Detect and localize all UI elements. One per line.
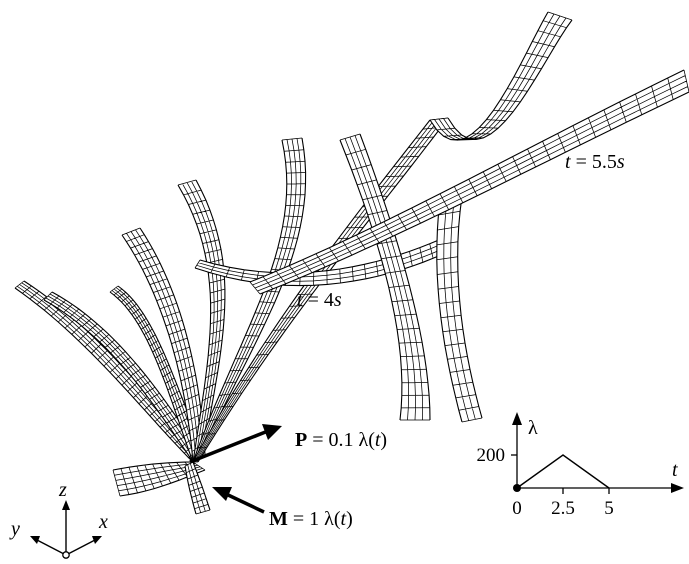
coordinate-triad: z y x (9, 479, 108, 559)
shell-state-t5-5s (249, 69, 689, 295)
force-arrow (189, 424, 282, 464)
moment-label: M = 1 λ(t) (269, 508, 353, 530)
shell-state-t4-hanging (339, 133, 431, 421)
shell-state-t4-right (436, 195, 483, 423)
time-label-4s: t = 4s (297, 289, 342, 311)
time-label-5-5s: t = 5.5s (565, 151, 625, 173)
x-tick-label: 2.5 (551, 498, 575, 519)
shell-state-mid-2 (177, 179, 226, 463)
x-tick-label: 5 (604, 498, 614, 519)
shell-state-lower-flap (112, 461, 206, 497)
inset-x-symbol: t (672, 459, 678, 481)
origin-point (513, 484, 521, 492)
moment-arrow (212, 487, 265, 514)
x-axis-label: x (98, 511, 108, 533)
inset-y-symbol: λ (528, 417, 538, 439)
y-axis-label: y (9, 518, 20, 540)
inset-y-tick-label: 200 (477, 445, 506, 466)
z-axis-label: z (58, 479, 67, 501)
shell-state-t4-upper (429, 11, 573, 141)
inset-axes (511, 412, 684, 493)
x-tick-label: 0 (512, 498, 522, 519)
force-label: P = 0.1 λ(t) (295, 429, 387, 451)
shell-state-lower-ribbon (184, 461, 211, 515)
load-curve (516, 454, 610, 489)
deformed-shell-configurations (14, 11, 689, 515)
